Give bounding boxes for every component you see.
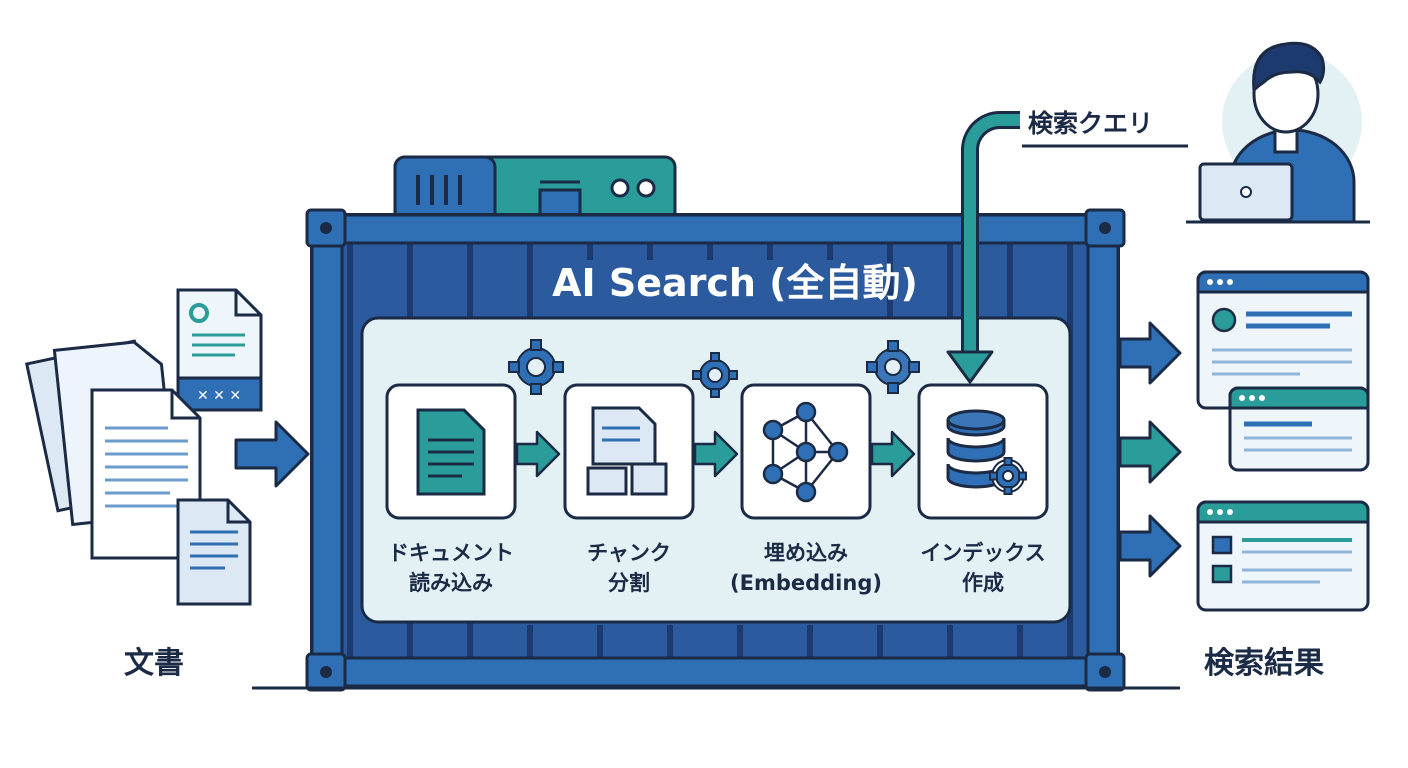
input-arrow-icon (234, 420, 310, 488)
step-label-index: インデックス 作成 (888, 538, 1078, 598)
step-box-index (917, 383, 1049, 520)
step-label-line1: チャンク (587, 541, 671, 565)
step-label-embedding: 埋め込み (Embedding) (711, 538, 901, 598)
step-box-embedding (740, 383, 872, 520)
query-arrow-icon (946, 111, 1020, 384)
user-avatar (1186, 41, 1370, 224)
svg-text:✕ ✕ ✕: ✕ ✕ ✕ (197, 388, 241, 404)
step-box-document-load (385, 383, 517, 520)
container-title: AI Search (全自動) (552, 261, 918, 305)
result-window-2 (1228, 386, 1370, 472)
documents-stack-icon: ✕ ✕ ✕ (24, 288, 263, 606)
step-label-line2: (Embedding) (730, 571, 882, 595)
documents-label: 文書 (124, 646, 184, 681)
gear-icon (508, 339, 920, 398)
step-label-line1: 埋め込み (764, 541, 848, 565)
query-label: 検索クエリ (1028, 109, 1154, 138)
results-label: 検索結果 (1204, 646, 1324, 681)
step-label-line1: ドキュメント (388, 541, 514, 565)
step-label-line2: 分割 (608, 571, 650, 595)
step-box-chunk (563, 383, 695, 520)
step-label-line2: 読み込み (409, 571, 493, 595)
step-label-line1: インデックス (920, 541, 1046, 565)
step-label-chunk: チャンク 分割 (534, 538, 724, 598)
step-label-document-load: ドキュメント 読み込み (356, 538, 546, 598)
gear-icon (989, 457, 1027, 495)
result-window-3 (1196, 500, 1370, 612)
step-arrow-icon (515, 430, 916, 478)
output-arrow-icon (1118, 321, 1182, 578)
step-label-line2: 作成 (962, 571, 1004, 595)
